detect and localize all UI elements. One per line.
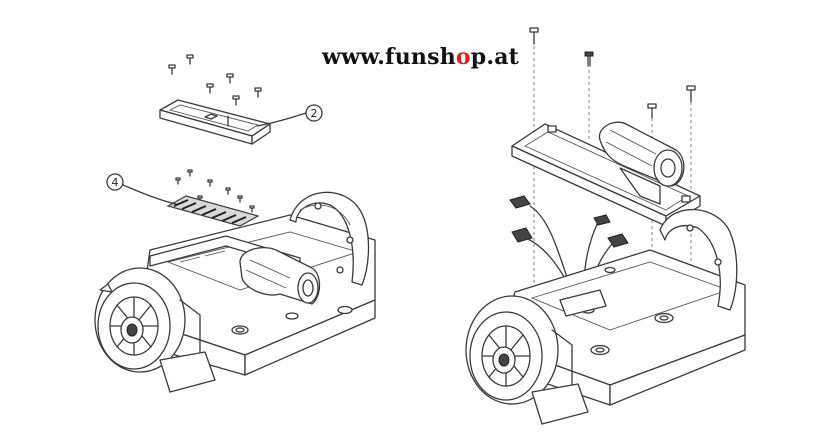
callout-4-label: 4 [112,176,119,189]
brand-prefix: www.funsh [322,44,456,70]
left-hub-motor [94,267,216,393]
left-chassis [139,191,376,376]
upper-bracket [511,121,701,227]
left-assembly: 2 4 [94,54,376,393]
brand-suffix: p.at [470,44,520,70]
right-long-screws [529,27,696,119]
left-screws-mid [175,169,255,213]
brand-url[interactable]: www.funshop.at [322,44,519,70]
callout-2-label: 2 [311,107,318,120]
right-hub-motor [465,295,589,425]
brand-red-o: o [455,44,471,70]
right-chassis [499,208,746,406]
left-screws-top [168,54,262,106]
right-assembly [465,27,746,425]
circuit-board [166,195,260,227]
cover-plate [159,99,271,145]
callout-2: 2 [256,104,323,127]
callout-4: 4 [106,173,177,205]
